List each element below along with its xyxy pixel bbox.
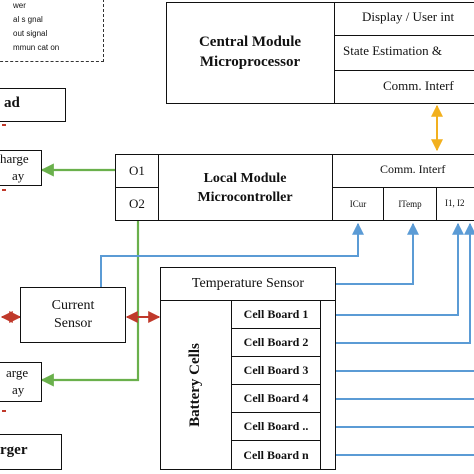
central-row-display-label: Display / User int	[362, 9, 455, 24]
central-row-estimation-label: State Estimation &	[343, 43, 442, 58]
input-icur-label: ICur	[349, 199, 367, 209]
cell-board-4-label: Cell Board 4	[243, 391, 309, 405]
central-row-comm	[334, 70, 474, 104]
local-comm-box	[332, 154, 474, 188]
cell-board-2-label: Cell Board 2	[243, 335, 309, 349]
cell-board-1-box	[231, 300, 321, 329]
cell-board-3-label: Cell Board 3	[243, 363, 309, 377]
central-module-title: Central Module Microprocessor	[168, 20, 332, 84]
itemp-signal-arrow	[336, 222, 419, 285]
current-sensor-box	[20, 287, 126, 343]
discharge-relay-label: harge ay	[0, 150, 29, 184]
current-sensor-line1: Current	[51, 298, 95, 313]
legend-item-control: al s gnal	[13, 15, 43, 24]
cell-signal-arrow-2	[320, 222, 474, 344]
legend-item-power: wer	[13, 1, 26, 10]
o2-control-arrow	[40, 220, 140, 387]
cell-board-1-label: Cell Board 1	[243, 307, 309, 321]
output-o2-label: O2	[129, 196, 145, 211]
charge-relay-label: arge ay	[0, 364, 28, 398]
load-label: ad	[4, 95, 20, 111]
cell-board-n-label: Cell Board n	[243, 447, 309, 462]
load-box	[0, 88, 66, 122]
central-row-comm-label: Comm. Interf	[383, 78, 454, 93]
local-module-title: Local Module Microcontroller	[160, 160, 330, 216]
discharge-relay-box	[0, 150, 42, 186]
discharge-relay-line2: ay	[12, 168, 25, 183]
cell-signal-arrow-1	[320, 222, 464, 316]
legend-item-signal: out signal	[13, 29, 48, 38]
charge-relay-line2: ay	[12, 382, 25, 397]
local-module-title-line2: Microcontroller	[197, 190, 293, 205]
output-o1-box	[115, 154, 159, 188]
current-sensor-line2: Sensor	[53, 316, 93, 331]
cell-board-4-box	[231, 384, 321, 413]
battery-cells-label: Battery Cells	[186, 343, 203, 427]
charger-label: rger	[0, 442, 28, 458]
battery-cells-column	[160, 300, 232, 470]
cell-board-5-label: Cell Board ..	[243, 419, 309, 433]
input-cells-label: I1, I2	[445, 198, 465, 208]
charger-box	[0, 434, 62, 470]
output-o2-box	[115, 187, 159, 221]
legend-box: wer al s gnal out signal mmun cat on	[0, 0, 104, 62]
current-sensor-label: Current Sensor	[20, 287, 126, 343]
charge-relay-box	[0, 362, 42, 402]
input-itemp-label: ITemp	[398, 199, 422, 209]
charge-relay-line1: arge	[6, 365, 29, 380]
temperature-sensor-box	[160, 267, 336, 301]
cell-board-2-box	[231, 328, 321, 357]
output-o1-label: O1	[129, 163, 145, 178]
cell-board-n-box	[231, 440, 321, 470]
local-comm-label: Comm. Interf	[380, 162, 446, 176]
central-module-title-line1: Central Module	[198, 34, 302, 50]
input-icur-box	[332, 187, 384, 221]
local-module-title-line1: Local Module	[203, 171, 287, 186]
legend-item-comm: mmun cat on	[13, 43, 60, 52]
icur-signal-arrow	[100, 222, 364, 288]
central-module-title-line2: Microprocessor	[199, 54, 301, 70]
temperature-sensor-label: Temperature Sensor	[191, 276, 305, 291]
input-itemp-box	[383, 187, 437, 221]
input-cells-box	[436, 187, 474, 221]
discharge-relay-line1: harge	[0, 151, 29, 166]
cell-board-3-box	[231, 356, 321, 385]
